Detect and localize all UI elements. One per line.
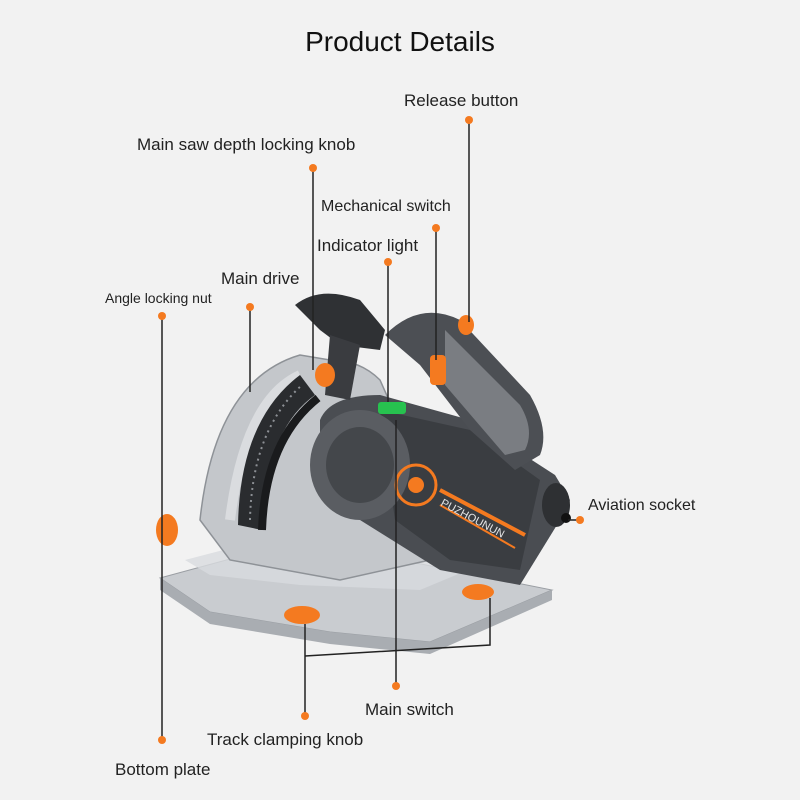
callout-bottom-plate: Bottom plate — [115, 760, 211, 779]
indicator-light — [378, 402, 406, 414]
callout-angle-locking-nut: Angle locking nut — [105, 290, 212, 306]
knob-group — [156, 315, 494, 624]
track-clamping-knob-left — [284, 606, 320, 624]
page-title: Product Details — [305, 26, 495, 57]
depth-scale — [238, 375, 321, 531]
callout-mechanical-switch: Mechanical switch — [321, 198, 451, 215]
depth-locking-knob — [315, 363, 335, 387]
callout-main-switch: Main switch — [365, 700, 454, 719]
release-button-knob — [458, 315, 474, 335]
motor-housing-shape: PUZHOUNUN — [310, 395, 570, 585]
callout-aviation-socket: Aviation socket — [588, 497, 696, 514]
leader-lines — [161, 120, 580, 740]
callout-indicator-light: Indicator light — [317, 236, 419, 255]
leader-dots — [158, 116, 584, 744]
callout-main-drive: Main drive — [221, 269, 300, 288]
callout-release-button: Release button — [404, 91, 519, 110]
mechanical-switch-shape — [430, 355, 446, 385]
aviation-socket-shape — [542, 483, 571, 527]
track-clamping-knob-right — [462, 584, 494, 600]
callout-main-saw-depth-locking-knob: Main saw depth locking knob — [137, 135, 356, 154]
callout-track-clamping-knob: Track clamping knob — [207, 730, 364, 749]
angle-locking-nut-knob — [156, 514, 178, 546]
handle-shape — [295, 293, 544, 470]
